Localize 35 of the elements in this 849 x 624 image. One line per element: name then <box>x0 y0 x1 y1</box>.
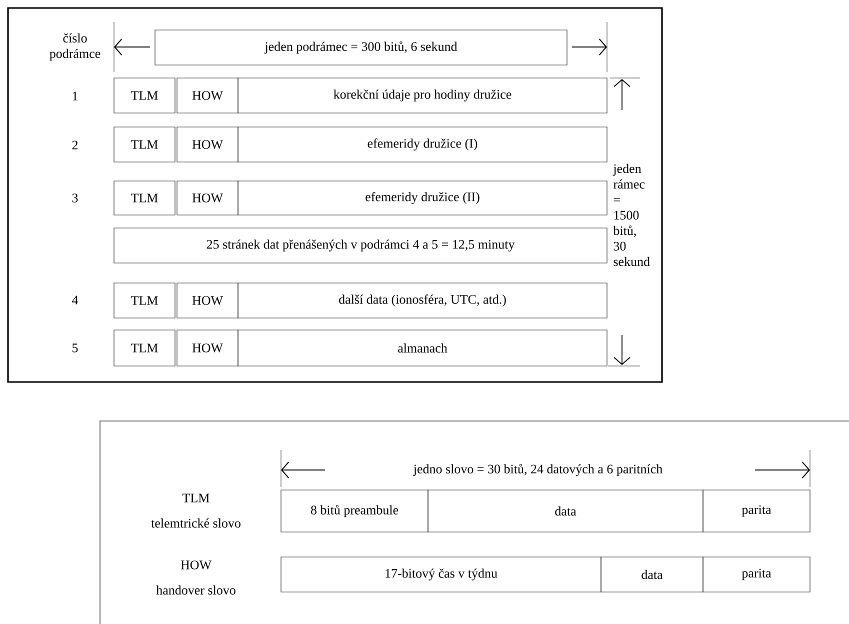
row-heading: TLM <box>182 494 210 502</box>
field-cell: data <box>428 490 704 532</box>
dimension-label: jeden rámec = 1500 bitů, 30 sekund <box>612 164 650 266</box>
field-cell: korekční údaje pro hodiny družice <box>238 78 608 114</box>
row-number: 4 <box>72 296 78 304</box>
field-cell: HOW <box>176 282 238 318</box>
field-cell: TLM <box>114 180 176 216</box>
field-cell: almanach <box>238 330 608 366</box>
field-cell: TLM <box>114 78 176 114</box>
row-heading: handover slovo <box>156 585 236 595</box>
field-cell: parita <box>702 556 810 592</box>
row-heading: telemtrické slovo <box>151 518 240 528</box>
field-cell: 17-bitový čas v týdnu <box>280 556 602 592</box>
field-cell: efemeridy družice (II) <box>238 180 608 216</box>
dimension-label: jedno slovo = 30 bitů, 24 datových a 6 paritních <box>413 464 662 476</box>
field-cell: parita <box>702 490 810 532</box>
row-number: 2 <box>72 140 78 150</box>
field-cell: 8 bitů preambule <box>280 490 428 532</box>
field-cell: další data (ionosféra, UTC, atd.) <box>238 282 608 318</box>
field-cell: HOW <box>176 78 238 114</box>
row-number: 1 <box>72 92 78 100</box>
field-cell: TLM <box>114 330 176 366</box>
field-cell: HOW <box>176 330 238 366</box>
column-heading: číslo podrámce <box>50 33 100 61</box>
dimension-box: jeden podrámec = 300 bitů, 6 sekund <box>154 30 568 66</box>
field-cell: TLM <box>114 282 176 318</box>
row-number: 3 <box>72 194 78 202</box>
field-cell: TLM <box>114 126 176 162</box>
field-cell: efemeridy družice (I) <box>238 126 608 162</box>
row-number: 5 <box>72 344 78 352</box>
field-cell: HOW <box>176 126 238 162</box>
field-cell: data <box>600 556 704 592</box>
field-cell: HOW <box>176 180 238 216</box>
note-box: 25 stránek dat přenášených v podrámci 4 a 5 = 12,5 minuty <box>114 228 608 264</box>
row-heading: HOW <box>180 560 212 570</box>
